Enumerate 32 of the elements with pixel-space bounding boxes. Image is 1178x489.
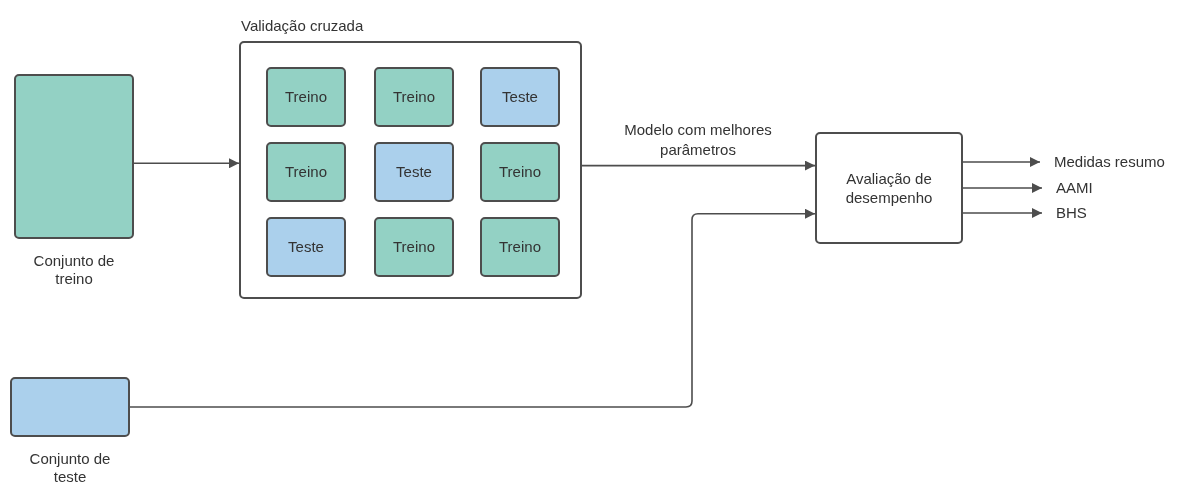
arrow [581,160,816,171]
node-label: Conjunto de treino [32,252,116,288]
fold-box [266,142,346,202]
fold-box [266,67,346,127]
arrow [129,208,816,408]
output-label: Medidas resumo [1054,152,1165,172]
box-text: Teste [288,237,324,257]
fold-box [480,142,560,202]
arrow [962,208,1043,218]
fold-box [480,67,560,127]
box-text: Treino [499,162,541,182]
fold-box [374,217,454,277]
process-box [815,132,963,244]
box-text: Treino [285,87,327,107]
group-title: Validação cruzada [241,16,364,36]
box-text: Treino [393,237,435,257]
box-text: Treino [499,237,541,257]
arrow [962,157,1041,167]
box-text: Teste [396,162,432,182]
output-label: BHS [1056,203,1087,223]
fold-box [266,217,346,277]
arrow [133,158,240,169]
fold-box [374,142,454,202]
box-text: Treino [285,162,327,182]
box-text: Treino [393,87,435,107]
box-text: Teste [502,87,538,107]
box-text: Avaliação de desempenho [844,168,934,208]
fold-box [480,217,560,277]
output-label: AAMI [1056,178,1093,198]
node-label: Conjunto de teste [28,450,112,486]
arrow [962,183,1043,193]
fold-box [374,67,454,127]
